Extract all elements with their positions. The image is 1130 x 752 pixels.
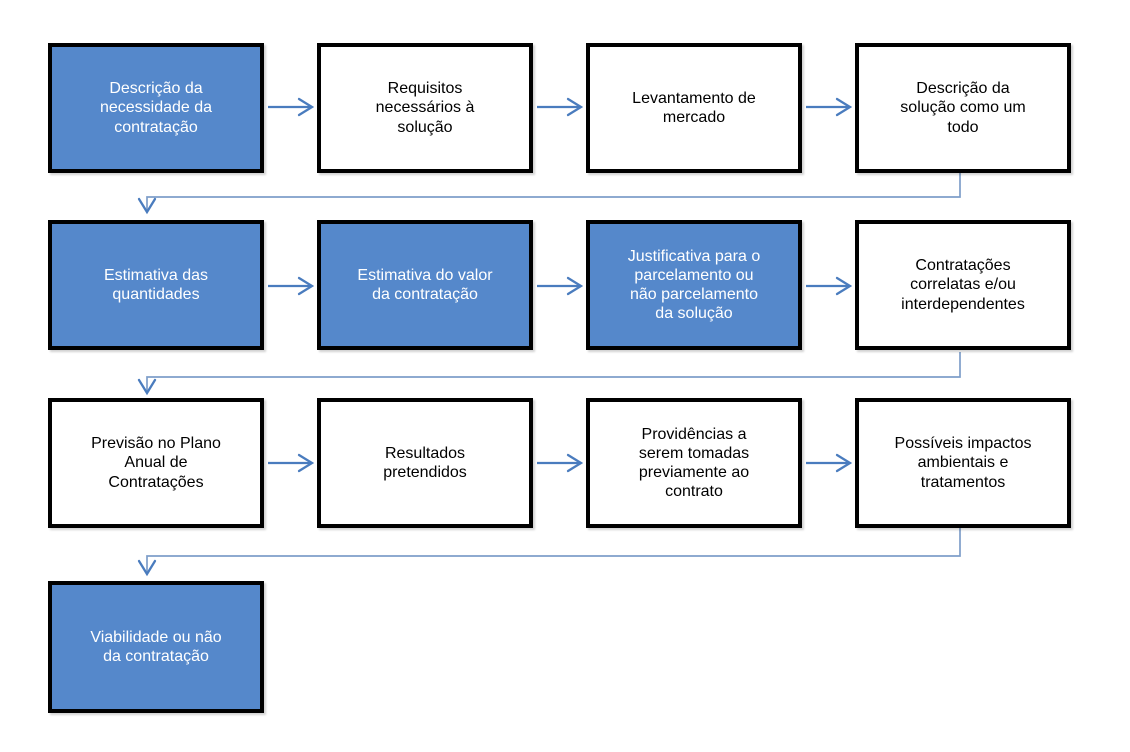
flow-box-descricao-solucao: Descrição da solução como um todo xyxy=(855,43,1071,173)
flow-box-estimativa-quantidades: Estimativa das quantidades xyxy=(48,220,264,350)
flow-box-requisitos-solucao: Requisitos necessários à solução xyxy=(317,43,533,173)
flow-box-justificativa-parcelamento: Justificativa para o parcelamento ou não… xyxy=(586,220,802,350)
flow-box-label: Justificativa para o parcelamento ou não… xyxy=(627,247,761,323)
flow-box-label: Descrição da necessidade da contratação xyxy=(99,80,213,136)
flow-box-label: Estimativa do valor da contratação xyxy=(357,266,493,303)
flow-box-previsao-plano-anual: Previsão no Plano Anual de Contratações xyxy=(48,398,264,528)
flow-box-label: Providências a serem tomadas previamente… xyxy=(638,425,750,501)
flow-wrap-connector-r1-r2 xyxy=(137,173,961,215)
flow-box-label: Estimativa das quantidades xyxy=(103,266,209,303)
flow-box-levantamento-mercado: Levantamento de mercado xyxy=(586,43,802,173)
flow-box-descricao-necessidade: Descrição da necessidade da contratação xyxy=(48,43,264,173)
flow-box-contratacoes-correlatas: Contratações correlatas e/ou interdepend… xyxy=(855,220,1071,350)
flow-box-label: Requisitos necessários à solução xyxy=(375,80,475,136)
flow-box-label: Levantamento de mercado xyxy=(632,89,756,126)
flow-box-label: Viabilidade ou não da contratação xyxy=(90,628,222,665)
flow-box-label: Descrição da solução como um todo xyxy=(900,80,1026,136)
flow-box-impactos-ambientais: Possíveis impactos ambientais e tratamen… xyxy=(855,398,1071,528)
flow-box-label: Previsão no Plano Anual de Contratações xyxy=(91,435,221,491)
flow-box-providencias-previas: Providências a serem tomadas previamente… xyxy=(586,398,802,528)
flow-box-label: Possíveis impactos ambientais e tratamen… xyxy=(894,435,1032,491)
flow-box-viabilidade-contratacao: Viabilidade ou não da contratação xyxy=(48,581,264,713)
flow-box-resultados-pretendidos: Resultados pretendidos xyxy=(317,398,533,528)
flow-wrap-connector-r2-r3 xyxy=(137,352,961,396)
flow-box-label: Contratações correlatas e/ou interdepend… xyxy=(901,257,1025,313)
flow-wrap-connector-r3-r4 xyxy=(137,528,961,577)
flow-box-label: Resultados pretendidos xyxy=(383,444,467,481)
flow-box-estimativa-valor: Estimativa do valor da contratação xyxy=(317,220,533,350)
